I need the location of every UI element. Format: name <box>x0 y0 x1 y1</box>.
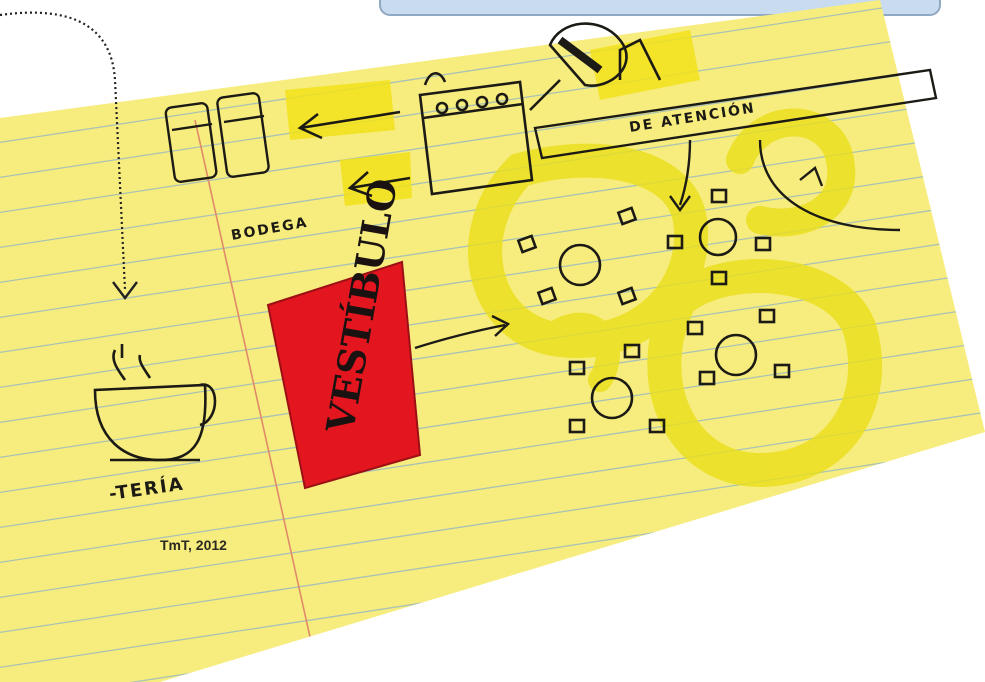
credit-text: TmT, 2012 <box>160 537 227 553</box>
